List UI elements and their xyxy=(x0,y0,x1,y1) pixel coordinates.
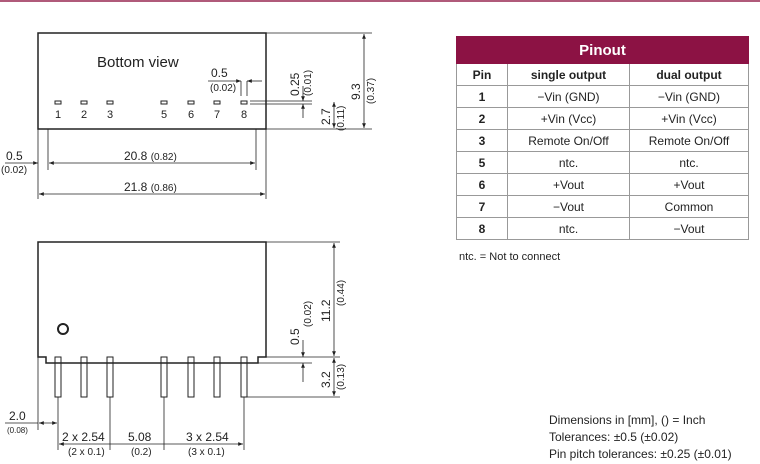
dual-output-cell: +Vin (Vcc) xyxy=(629,107,749,130)
table-row: 1−Vin (GND)−Vin (GND) xyxy=(456,85,749,108)
bottom-view-label: Bottom view xyxy=(97,54,179,71)
dim-standoff-inch: (0.02) xyxy=(303,301,314,327)
dim-inner-width: 20.8 (0.82) xyxy=(124,149,177,163)
dim-pitch-right: 3 x 2.54 xyxy=(186,430,229,444)
pin-cell: 8 xyxy=(456,217,508,240)
dim-pin-row: 2.7 xyxy=(319,108,333,125)
table-row: 2+Vin (Vcc)+Vin (Vcc) xyxy=(456,107,749,130)
dual-output-cell: −Vin (GND) xyxy=(629,85,749,108)
single-output-cell: +Vin (Vcc) xyxy=(507,107,630,130)
header-single-output: single output xyxy=(507,63,630,86)
pin-number-labels: 1 2 3 5 6 7 8 xyxy=(55,109,247,121)
bottom-view-pins xyxy=(54,100,248,105)
single-output-cell: −Vin (GND) xyxy=(507,85,630,108)
dual-output-cell: +Vout xyxy=(629,173,749,196)
dim-pad-offset: 0.25 xyxy=(288,72,302,96)
side-pin xyxy=(187,356,195,398)
pin-number: 7 xyxy=(214,109,220,121)
pin-pad xyxy=(240,100,248,105)
pin-pad xyxy=(160,100,168,105)
dim-pitch-left-inch: (2 x 0.1) xyxy=(68,447,105,458)
bottom-view-outline xyxy=(37,32,267,130)
dual-output-cell: −Vout xyxy=(629,217,749,240)
dim-first-pin-inch: (0.08) xyxy=(7,426,28,435)
pin-number: 6 xyxy=(188,109,194,121)
footer-pin-pitch: Pin pitch tolerances: ±0.25 (±0.01) xyxy=(549,447,732,461)
pin-cell: 7 xyxy=(456,195,508,218)
dual-output-cell: Common xyxy=(629,195,749,218)
pin-pad xyxy=(80,100,88,105)
dim-pin-offset-label: 0.5 xyxy=(211,66,228,80)
side-pin xyxy=(80,356,88,398)
header-dual-output: dual output xyxy=(629,63,749,86)
pin-cell: 2 xyxy=(456,107,508,130)
pin-cell: 1 xyxy=(456,85,508,108)
dim-pitch-right-inch: (3 x 0.1) xyxy=(188,447,225,458)
dim-pad-offset-inch: (0.01) xyxy=(303,70,314,96)
header-pin: Pin xyxy=(456,63,508,86)
dim-first-pin: 2.0 xyxy=(9,409,26,423)
pinout-table: Pinout Pin single output dual output 1−V… xyxy=(456,36,749,240)
pin-number: 5 xyxy=(161,109,167,121)
pin-cell: 3 xyxy=(456,129,508,152)
pin-cell: 6 xyxy=(456,173,508,196)
dim-pin-length: 3.2 xyxy=(319,371,333,388)
top-rule xyxy=(0,0,760,2)
pin-number: 3 xyxy=(107,109,113,121)
dim-width-extensions xyxy=(5,129,267,199)
single-output-cell: +Vout xyxy=(507,173,630,196)
dim-gap-mid-inch: (0.2) xyxy=(131,447,152,458)
pitch-extensions xyxy=(5,357,245,450)
dim-body-height: 11.2 xyxy=(319,299,333,322)
single-output-cell: ntc. xyxy=(507,217,630,240)
dim-body-height-inch: (0.44) xyxy=(336,280,347,306)
single-output-cell: ntc. xyxy=(507,151,630,174)
footer-dimensions: Dimensions in [mm], () = Inch xyxy=(549,413,706,427)
dual-output-cell: Remote On/Off xyxy=(629,129,749,152)
side-view-body xyxy=(37,241,267,364)
pin-cell: 5 xyxy=(456,151,508,174)
pin1-marker xyxy=(57,323,69,335)
dim-gap-mid: 5.08 xyxy=(128,430,152,444)
dim-left-gap: 0.5 xyxy=(6,149,23,163)
pin-pad xyxy=(106,100,114,105)
single-output-cell: −Vout xyxy=(507,195,630,218)
ntc-note: ntc. = Not to connect xyxy=(459,251,561,263)
pinout-title: Pinout xyxy=(456,36,749,64)
dual-output-cell: ntc. xyxy=(629,151,749,174)
dim-total-height-inch: (0.37) xyxy=(366,78,377,104)
dim-outer-width: 21.8 (0.86) xyxy=(124,180,177,194)
dim-pitch-left: 2 x 2.54 xyxy=(62,430,105,444)
table-row: 6+Vout+Vout xyxy=(456,173,749,196)
pin-number: 2 xyxy=(81,109,87,121)
pin-pad xyxy=(213,100,221,105)
pin-pad xyxy=(187,100,195,105)
dim-pin-offset-inch: (0.02) xyxy=(210,83,236,94)
dim-left-gap-inch: (0.02) xyxy=(1,165,27,176)
dim-pin-row-inch: (0.11) xyxy=(336,106,347,131)
dim-total-height: 9.3 xyxy=(349,83,363,100)
footer-tolerances: Tolerances: ±0.5 (±0.02) xyxy=(549,430,679,444)
pin-number: 1 xyxy=(55,109,61,121)
dim-pin-offset xyxy=(208,79,262,96)
dim-standoff: 0.5 xyxy=(288,328,302,345)
pin-pad xyxy=(54,100,62,105)
single-output-cell: Remote On/Off xyxy=(507,129,630,152)
dim-pin-length-inch: (0.13) xyxy=(336,364,347,390)
pin-number: 8 xyxy=(241,109,247,121)
side-pin xyxy=(213,356,221,398)
